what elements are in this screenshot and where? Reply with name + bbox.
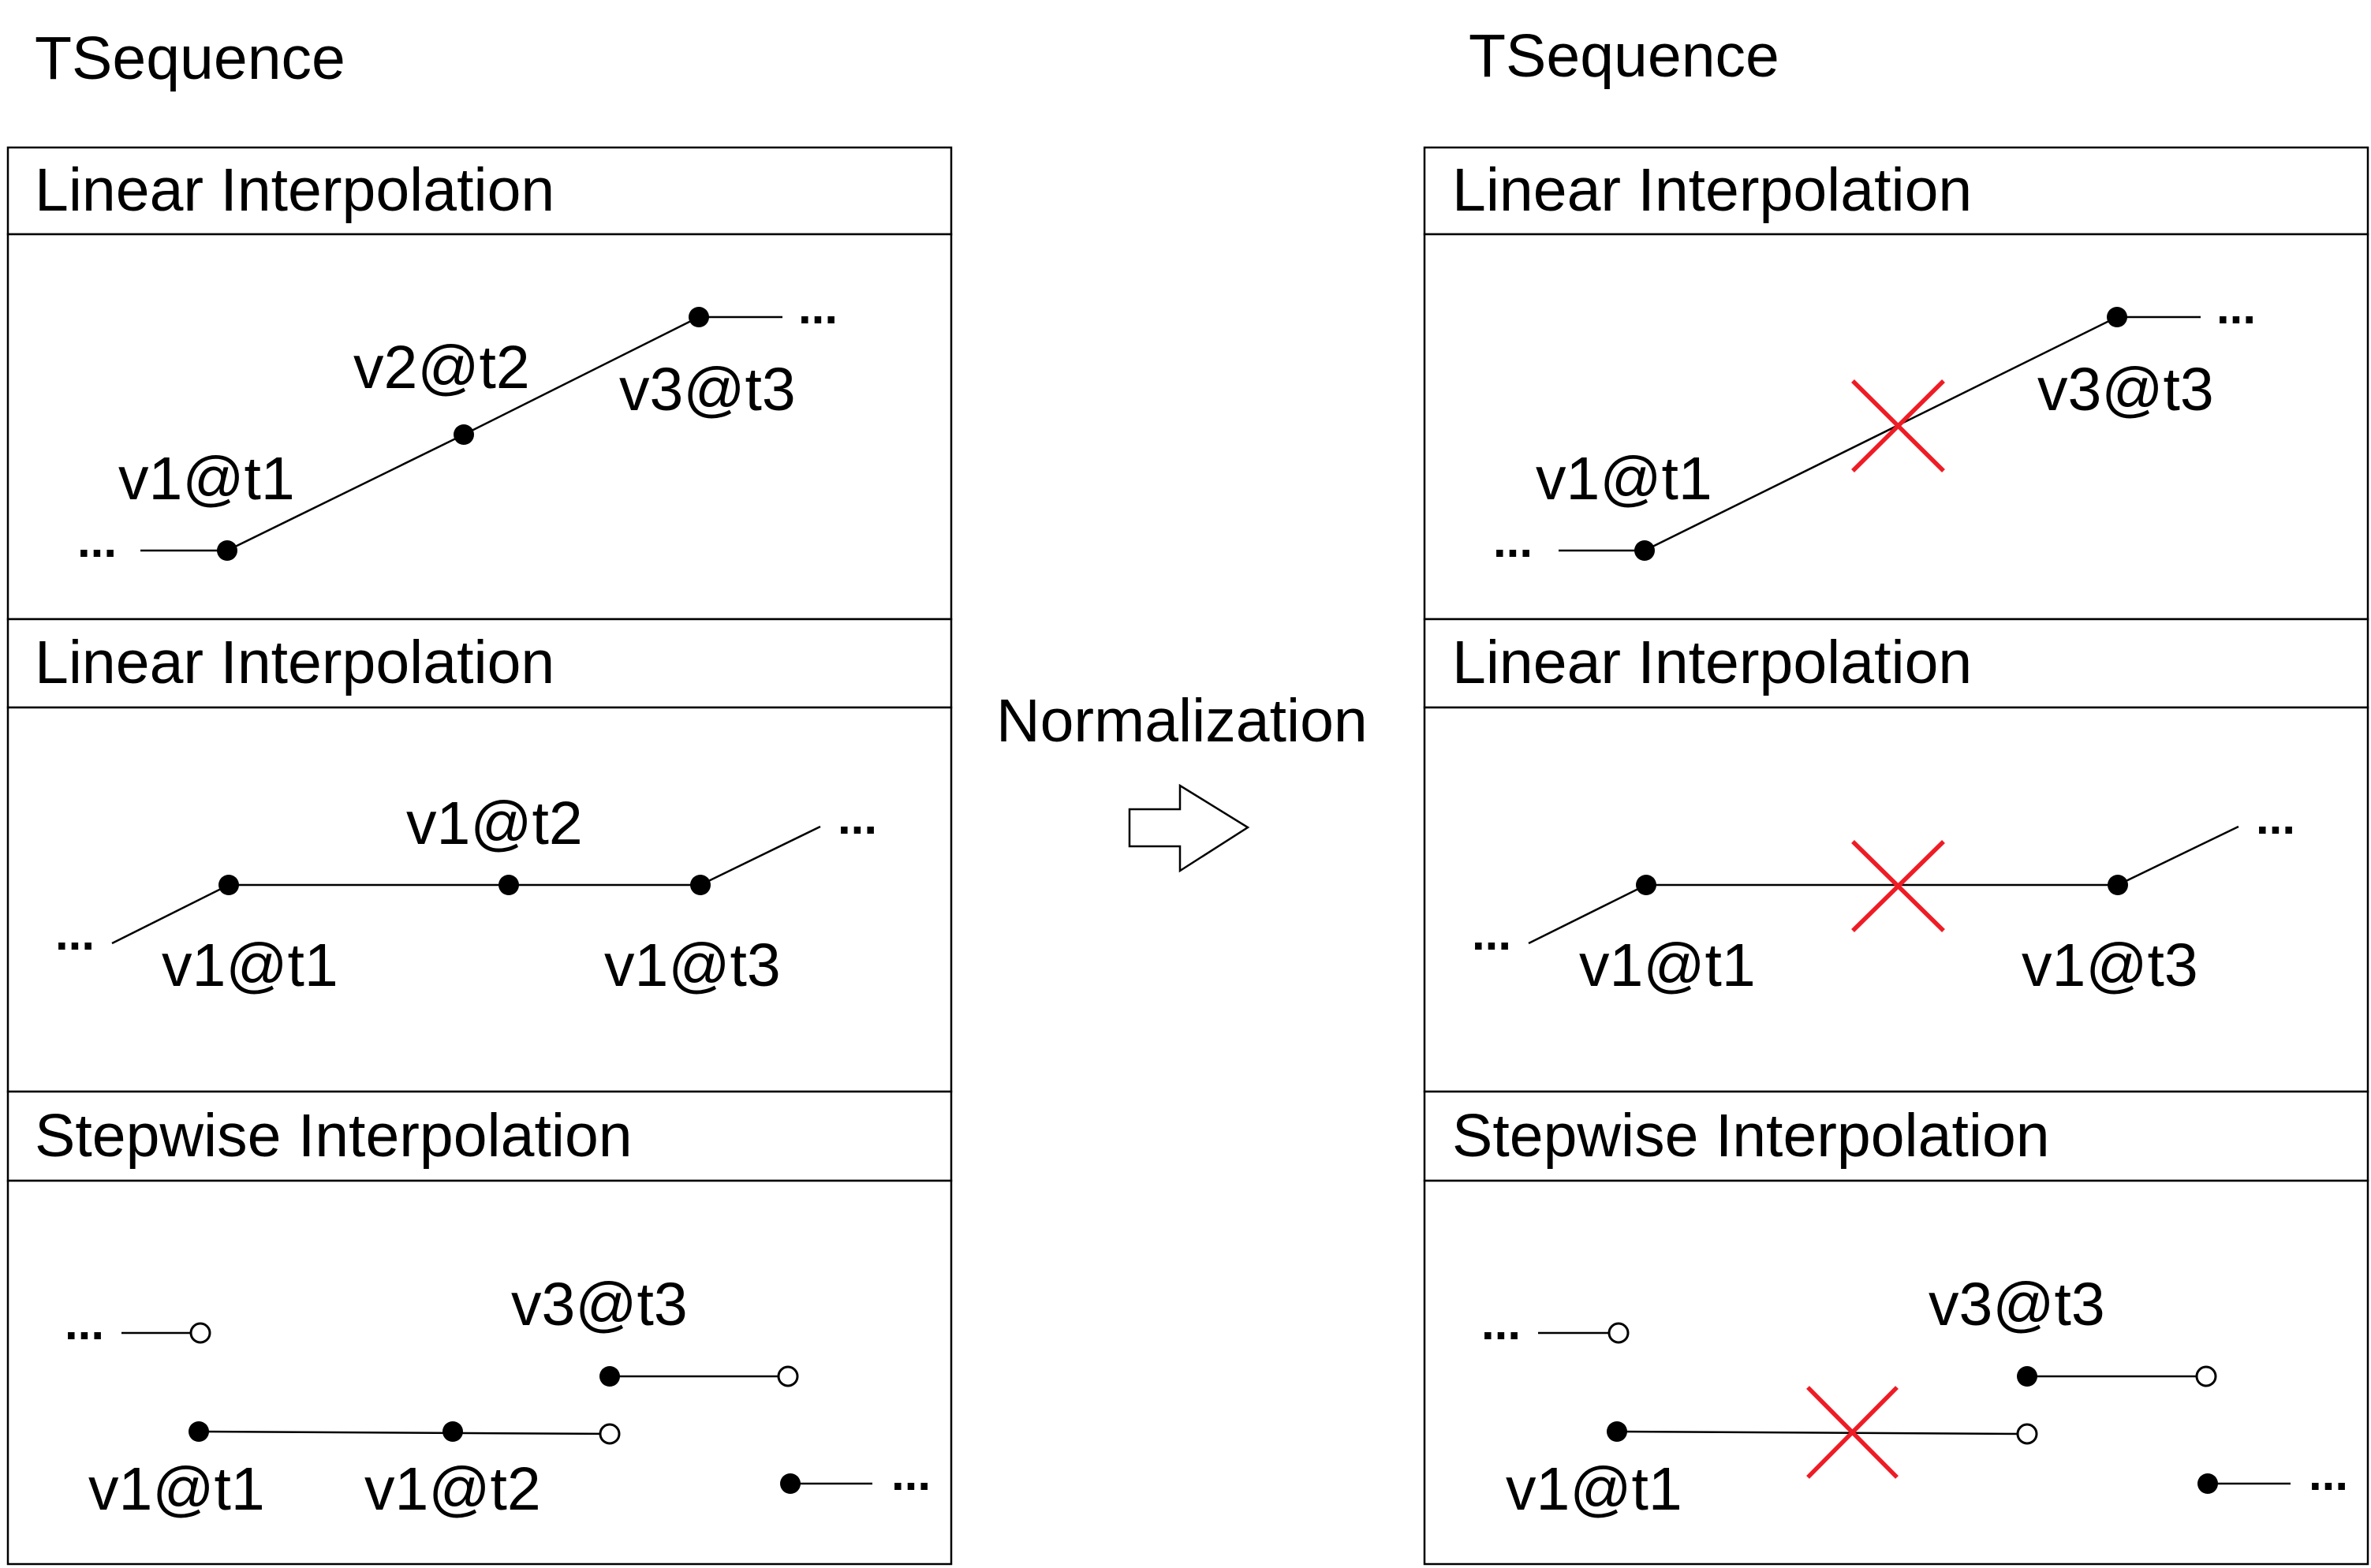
right-panel-3: Stepwise Interpolation ... ... v3@t3 v1@… — [1423, 1090, 2369, 1566]
left-title: TSequence — [35, 24, 345, 92]
left-panel-2: Linear Interpolation ... ... v1@t2 v1@t1… — [6, 618, 953, 1093]
left-panel-2-header: Linear Interpolation — [35, 629, 554, 696]
ellipsis: ... — [798, 281, 838, 334]
instant-point — [689, 307, 709, 327]
right-panel-3-header-box — [1423, 1090, 2369, 1182]
instant-label: v3@t3 — [1929, 1271, 2105, 1338]
instant-label: v1@t2 — [406, 790, 583, 857]
instant-label: v1@t1 — [1536, 445, 1712, 513]
instant-label: v1@t3 — [2022, 931, 2198, 999]
open-point — [2016, 1423, 2038, 1445]
left-panel-1-header-box — [6, 146, 953, 236]
left-panel-3: Stepwise Interpolation ... ... v3@t3 v1@… — [6, 1090, 953, 1566]
instant-label: v3@t3 — [2037, 356, 2214, 424]
left-panel-1: Linear Interpolation ... ... v1@t1 v2@t2… — [6, 146, 953, 621]
incoming-segment — [1528, 883, 1647, 945]
removed-point-cross-icon — [1851, 379, 1945, 472]
instant-label: v2@t2 — [353, 334, 530, 401]
ellipsis: ... — [55, 907, 95, 960]
instant-point — [2017, 1366, 2037, 1387]
removed-point-cross-icon — [1851, 840, 1945, 932]
instant-point — [189, 1421, 209, 1442]
instant-label: v1@t2 — [364, 1455, 541, 1523]
instant-point — [454, 424, 474, 445]
instant-point — [1634, 540, 1655, 561]
left-panel-2-header-box — [6, 618, 953, 709]
open-point — [2195, 1365, 2217, 1387]
left-panel-1-header: Linear Interpolation — [35, 156, 554, 224]
ellipsis: ... — [1481, 1297, 1521, 1350]
left-panel-3-header: Stepwise Interpolation — [35, 1102, 633, 1170]
right-panel-2-header: Linear Interpolation — [1452, 629, 1972, 696]
instant-label: v3@t3 — [619, 356, 796, 424]
right-panel-1: Linear Interpolation ... ... v1@t1 v3@t3 — [1423, 146, 2369, 621]
instant-point — [780, 1473, 801, 1494]
ellipsis: ... — [2309, 1447, 2348, 1500]
ellipsis: ... — [838, 791, 877, 844]
ellipsis: ... — [1472, 907, 1511, 960]
instant-point — [690, 875, 711, 895]
ellipsis: ... — [65, 1297, 104, 1350]
right-panel-2: Linear Interpolation ... ... v1@t1 v1@t3 — [1423, 618, 2369, 1093]
instant-point — [2108, 875, 2128, 895]
arrow-right-icon — [1128, 783, 1250, 873]
instant-point — [2107, 307, 2127, 327]
instant-point — [599, 1366, 620, 1387]
instant-point — [1607, 1421, 1627, 1442]
right-panel-1-header: Linear Interpolation — [1452, 156, 1972, 224]
instant-point — [1636, 875, 1656, 895]
ellipsis: ... — [891, 1447, 931, 1500]
ellipsis: ... — [2216, 281, 2256, 334]
linear-segment — [463, 315, 700, 436]
removed-point-cross-icon — [1806, 1386, 1899, 1479]
ellipsis: ... — [77, 514, 117, 567]
instant-label: v1@t1 — [162, 931, 338, 999]
right-panel-2-body — [1423, 706, 2369, 1093]
instant-point — [218, 875, 239, 895]
instant-label: v1@t1 — [118, 445, 295, 513]
open-point — [189, 1322, 211, 1344]
outgoing-segment — [2117, 825, 2239, 887]
right-panel-3-header: Stepwise Interpolation — [1452, 1102, 2050, 1170]
instant-label: v1@t1 — [1506, 1455, 1682, 1523]
instant-label: v1@t1 — [88, 1455, 265, 1523]
right-panel-2-header-box — [1423, 618, 2369, 709]
right-title: TSequence — [1469, 22, 1779, 90]
normalization-label: Normalization — [996, 687, 1368, 755]
instant-label: v3@t3 — [511, 1271, 688, 1338]
instant-point — [442, 1421, 463, 1442]
ellipsis: ... — [2256, 791, 2295, 844]
outgoing-segment — [700, 825, 821, 887]
left-panel-2-body — [6, 706, 953, 1093]
open-point — [599, 1423, 621, 1445]
instant-point — [217, 540, 237, 561]
open-point — [1607, 1322, 1630, 1344]
instant-label: v1@t3 — [604, 931, 781, 999]
instant-label: v1@t1 — [1579, 931, 1756, 999]
linear-segment — [1644, 315, 2118, 552]
instant-point — [498, 875, 519, 895]
step-segment — [1616, 1430, 2028, 1435]
ellipsis: ... — [1493, 514, 1533, 567]
step-segment — [198, 1430, 611, 1435]
instant-point — [2197, 1473, 2218, 1494]
linear-segment — [226, 433, 465, 552]
incoming-segment — [111, 883, 230, 945]
left-panel-3-header-box — [6, 1090, 953, 1182]
open-point — [777, 1365, 799, 1387]
